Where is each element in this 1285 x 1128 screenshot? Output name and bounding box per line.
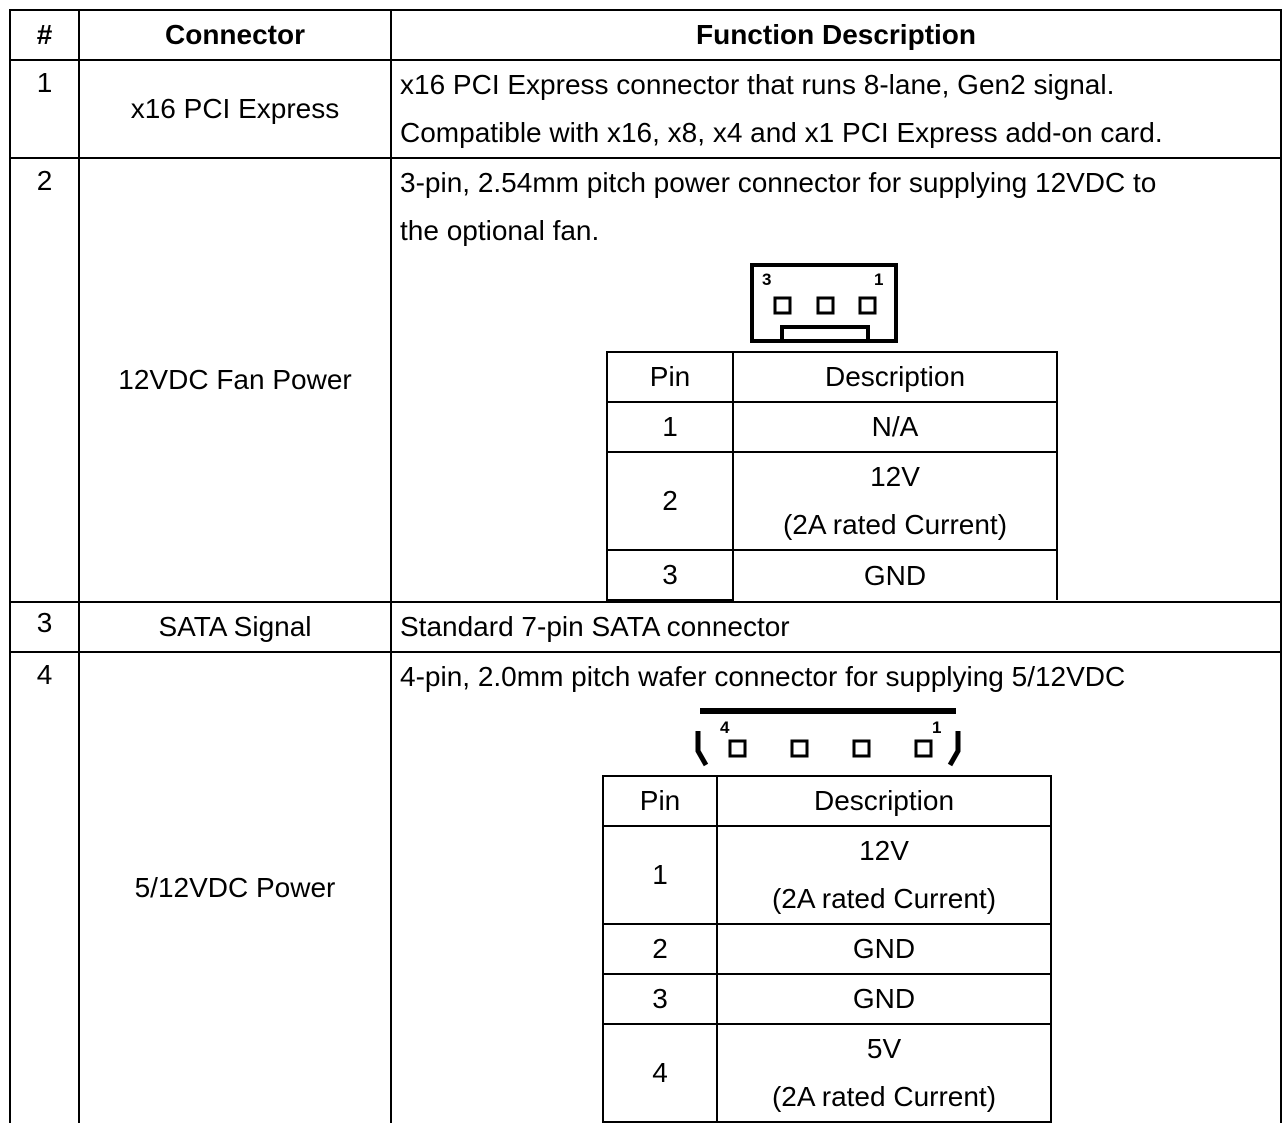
row-number: 4 <box>9 651 80 1123</box>
connector-name: 5/12VDC Power <box>78 651 392 1123</box>
row-number: 2 <box>9 157 80 603</box>
fan-connector-diagram: 3 1 <box>750 263 898 343</box>
pin-row: 1 N/A <box>606 401 1058 453</box>
function-description: x16 PCI Express connector that runs 8-la… <box>390 59 1282 159</box>
pin-header-row: Pin Description <box>606 351 1058 403</box>
description-line: x16 PCI Express connector that runs 8-la… <box>400 69 1115 100</box>
table-row: 1 x16 PCI Express x16 PCI Express connec… <box>9 59 1282 159</box>
pin-description-line: (2A rated Current) <box>782 509 1008 540</box>
table-row: 3 SATA Signal Standard 7-pin SATA connec… <box>9 601 1282 653</box>
connector-name: 12VDC Fan Power <box>78 157 392 603</box>
pin-row: 1 12V (2A rated Current) <box>602 825 1052 925</box>
pin-table: Pin Description 1 12V (2A rated Current)… <box>602 775 1052 1123</box>
pin-description-line: 12V <box>859 835 909 866</box>
header-function: Function Description <box>390 9 1282 61</box>
pin-number: 1 <box>606 401 734 453</box>
row-number: 1 <box>9 59 80 159</box>
description-line: the optional fan. <box>400 215 600 246</box>
description-header: Description <box>732 351 1058 403</box>
pin-number: 2 <box>602 923 718 975</box>
pin-description: GND <box>732 549 1058 600</box>
pin-header: Pin <box>602 775 718 827</box>
pin-row: 3 GND <box>602 973 1052 1025</box>
pin-row: 2 GND <box>602 923 1052 975</box>
description-header: Description <box>716 775 1052 827</box>
diagram-label-right: 1 <box>874 270 883 289</box>
connector-name: x16 PCI Express <box>78 59 392 159</box>
power-connector-diagram: 4 1 <box>695 708 961 767</box>
pin-row: 2 12V (2A rated Current) <box>606 451 1058 551</box>
pin-number: 2 <box>606 451 734 551</box>
connector-table: # Connector Function Description 1 x16 P… <box>9 9 1282 1123</box>
pin-number: 3 <box>602 973 718 1025</box>
header-connector: Connector <box>78 9 392 61</box>
pin-table: Pin Description 1 N/A 2 12V (2A rated Cu… <box>606 351 1058 601</box>
function-description: 4-pin, 2.0mm pitch wafer connector for s… <box>390 651 1282 1123</box>
pin-number: 3 <box>606 549 734 601</box>
pin-header-row: Pin Description <box>602 775 1052 827</box>
pin-description: N/A <box>732 401 1058 453</box>
description-line: Standard 7-pin SATA connector <box>400 611 790 642</box>
function-description: 3-pin, 2.54mm pitch power connector for … <box>390 157 1282 603</box>
connector-name: SATA Signal <box>78 601 392 653</box>
description-line: 4-pin, 2.0mm pitch wafer connector for s… <box>400 661 1126 692</box>
diagram-label-right: 1 <box>932 718 941 737</box>
pin-number: 1 <box>602 825 718 925</box>
description-line: Compatible with x16, x8, x4 and x1 PCI E… <box>400 117 1163 148</box>
diagram-label-left: 4 <box>720 718 730 737</box>
pin-description: 12V (2A rated Current) <box>732 451 1058 551</box>
pin-description-line: (2A rated Current) <box>771 883 997 914</box>
pin-description-line: (2A rated Current) <box>771 1081 997 1112</box>
row-number: 3 <box>9 601 80 653</box>
function-description: Standard 7-pin SATA connector <box>390 601 1282 653</box>
table-row: 2 12VDC Fan Power 3-pin, 2.54mm pitch po… <box>9 157 1282 603</box>
pin-description: 5V (2A rated Current) <box>716 1023 1052 1123</box>
pin-row: 4 5V (2A rated Current) <box>602 1023 1052 1123</box>
header-num: # <box>9 9 80 61</box>
pin-description: GND <box>716 973 1052 1025</box>
pin-description-line: 5V <box>866 1033 902 1064</box>
pin-description-line: 12V <box>870 461 920 492</box>
pin-header: Pin <box>606 351 734 403</box>
description-line: 3-pin, 2.54mm pitch power connector for … <box>400 167 1157 198</box>
header-row: # Connector Function Description <box>9 9 1282 61</box>
pin-number: 4 <box>602 1023 718 1123</box>
pin-description: GND <box>716 923 1052 975</box>
pin-row: 3 GND <box>606 549 1058 601</box>
table-row: 4 5/12VDC Power 4-pin, 2.0mm pitch wafer… <box>9 651 1282 1123</box>
pin-description: 12V (2A rated Current) <box>716 825 1052 925</box>
diagram-label-left: 3 <box>762 270 771 289</box>
